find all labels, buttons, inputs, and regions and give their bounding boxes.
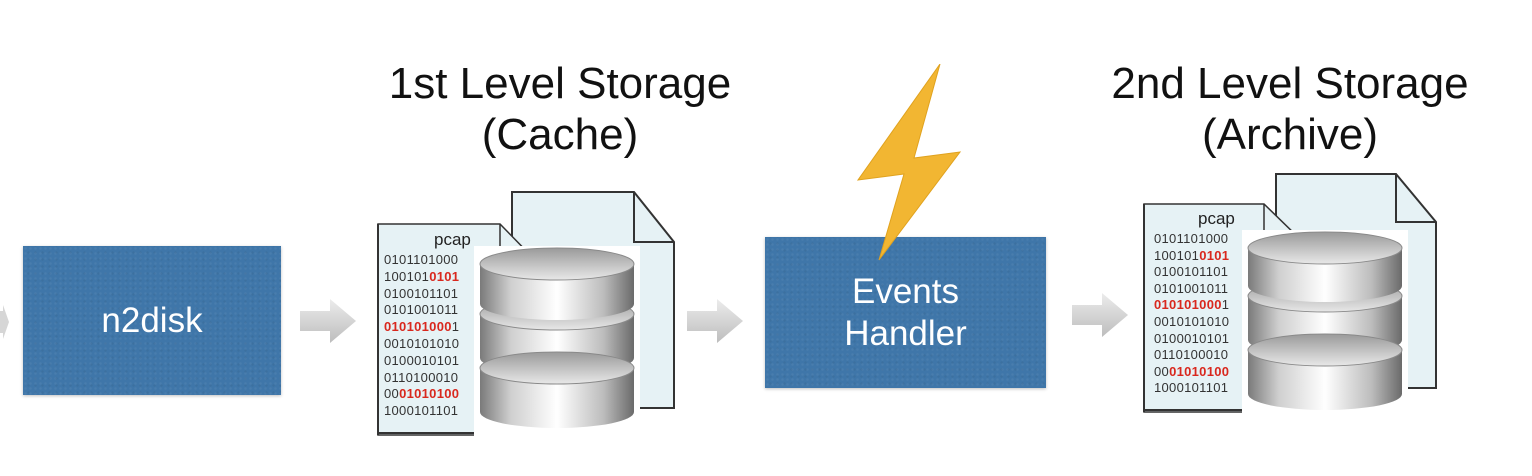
bit-row: 0010101010: [384, 335, 460, 351]
database-icon: [474, 246, 640, 438]
bit-row: 0101010001: [384, 319, 460, 335]
events-handler-node: Events Handler: [765, 237, 1046, 388]
bit-row: 1001010101: [1154, 247, 1230, 263]
n2disk-node: n2disk: [23, 246, 281, 395]
bit-row: 1001010101: [384, 268, 460, 284]
n2disk-label: n2disk: [101, 300, 203, 340]
bit-row: 1000101101: [384, 403, 459, 419]
bit-row: 0100010101: [384, 352, 460, 368]
bit-row: 0101101000: [1154, 231, 1229, 246]
bit-row: 0101001011: [1154, 280, 1229, 296]
events-handler-label-line1: Events: [851, 272, 959, 312]
bit-row: 0010101010: [1154, 313, 1230, 329]
database-icon: [1242, 230, 1408, 420]
bit-row: 0001010100: [1154, 363, 1230, 379]
bit-row: 0100101101: [384, 285, 459, 301]
bit-row: 0100101101: [1154, 264, 1229, 280]
bit-row: 0110100010: [384, 369, 459, 385]
bit-row: 0100010101: [1154, 330, 1230, 346]
bit-row: 0101010001: [1154, 297, 1230, 313]
first-storage-title: 1st Level Storage (Cache): [388, 59, 732, 160]
arrow-right-icon: [300, 299, 356, 343]
file-label: pcap: [1198, 209, 1235, 228]
bit-row: 1000101101: [1154, 380, 1229, 396]
arrow-right-icon: [0, 305, 9, 339]
bit-row: 0101001011: [384, 302, 459, 318]
arrow-right-icon: [1072, 293, 1128, 337]
arrow-right-icon: [687, 299, 743, 343]
bit-row: 0001010100: [384, 386, 460, 402]
events-handler-label-line2: Handler: [844, 313, 967, 353]
bit-row: 0101101000: [384, 252, 459, 267]
lightning-bolt-icon: [856, 64, 962, 261]
second-storage-title: 2nd Level Storage (Archive): [1111, 59, 1469, 160]
file-label: pcap: [434, 230, 471, 249]
bit-row: 0110100010: [1154, 347, 1229, 363]
